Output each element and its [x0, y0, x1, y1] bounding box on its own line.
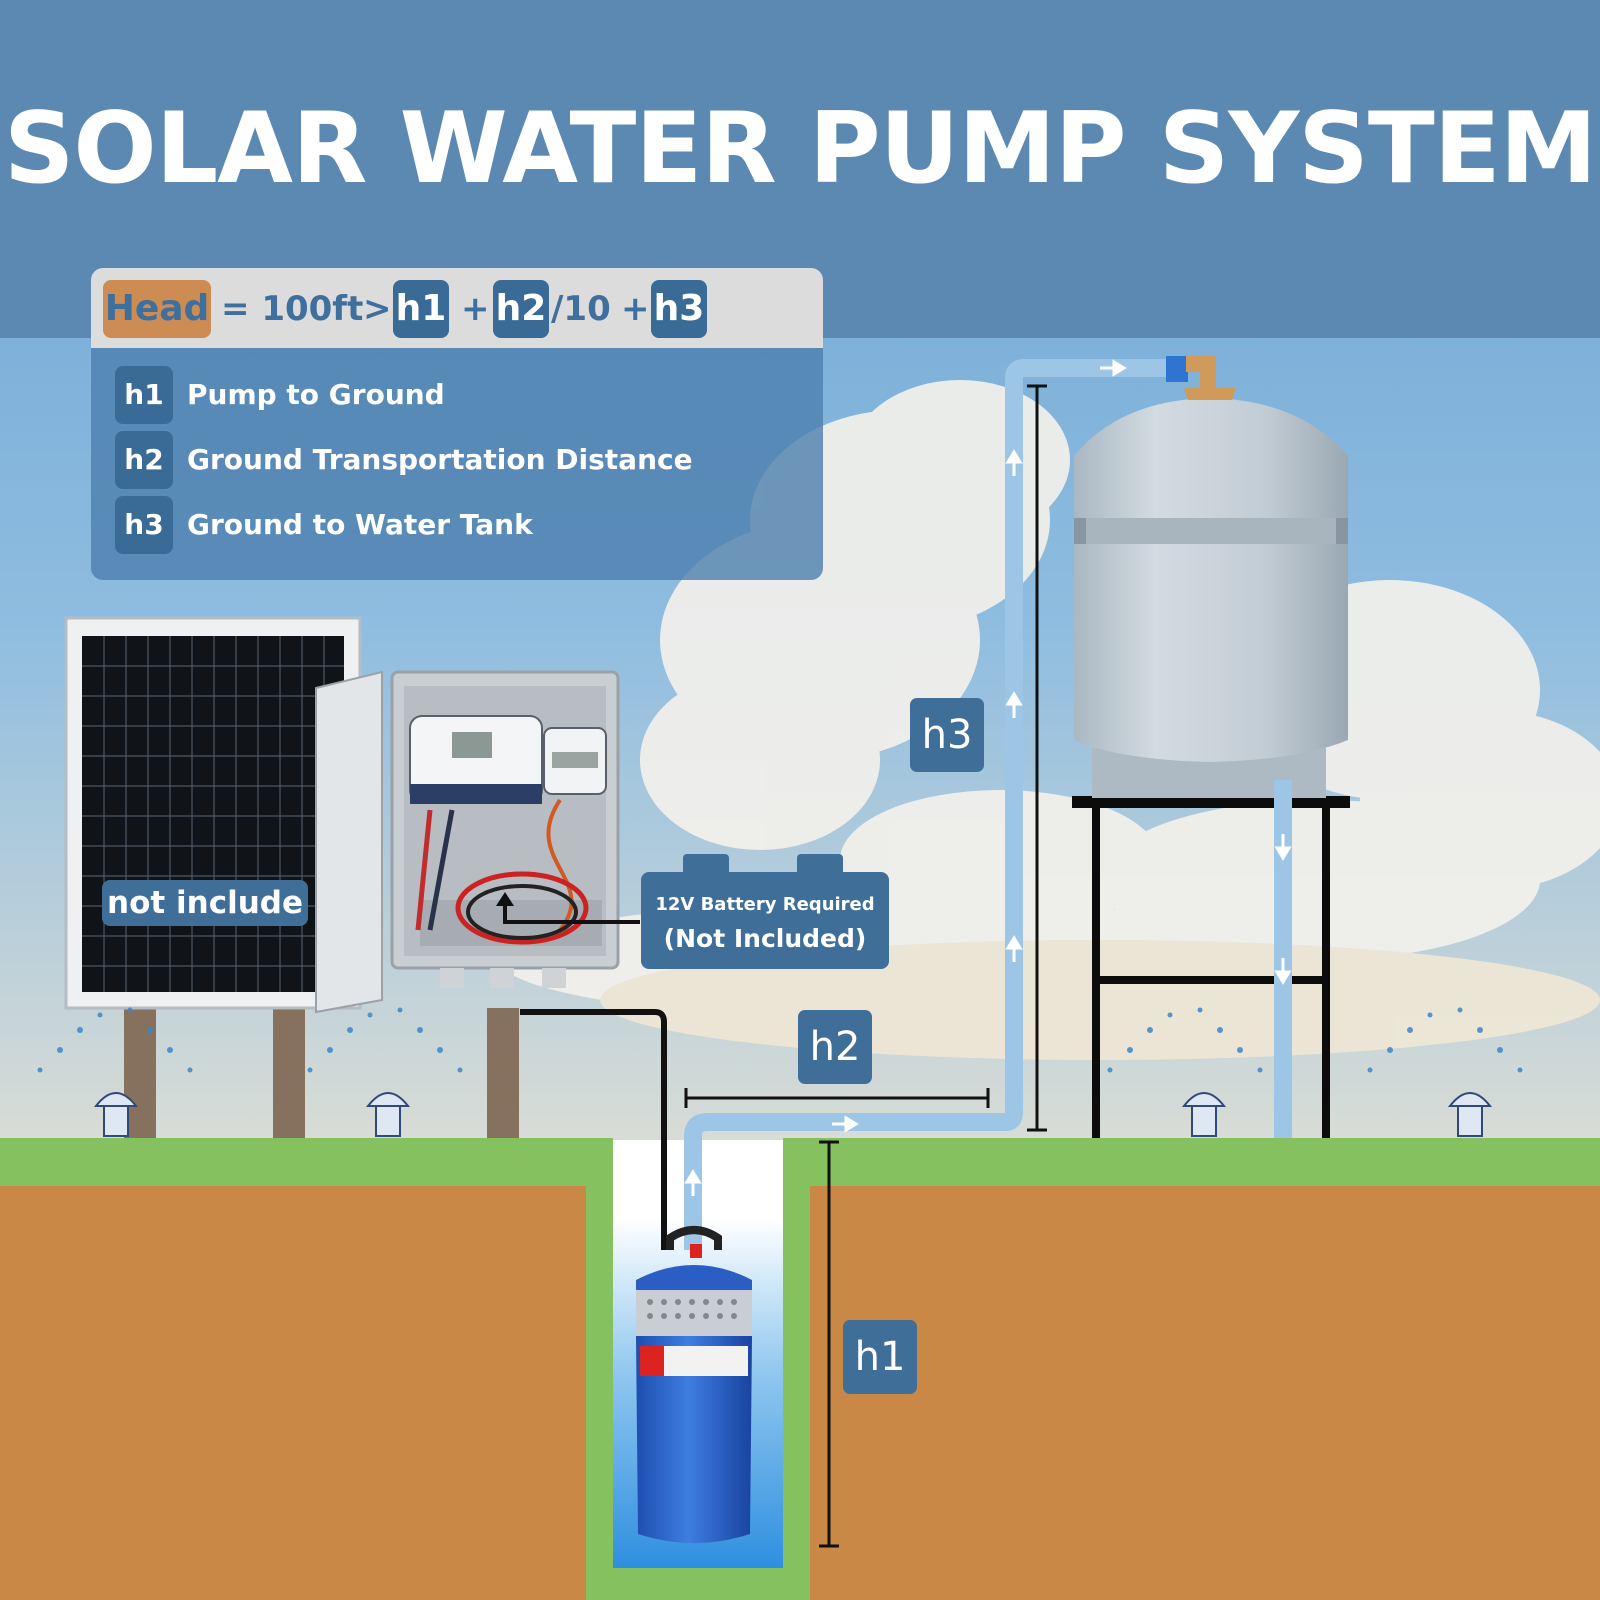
legend-key: h1	[115, 366, 173, 424]
formula-plus-2: +	[621, 289, 650, 329]
legend-label: Pump to Ground	[187, 378, 445, 411]
legend-key: h2	[115, 431, 173, 489]
dim-h1	[819, 1140, 839, 1548]
legend-key: h3	[115, 496, 173, 554]
formula-equals: = 100ft	[221, 289, 364, 329]
water-pipe	[684, 359, 1178, 1250]
formula-bar: Head = 100ft > h1 + h2 /10 + h3	[91, 268, 823, 348]
well-bottom	[586, 1568, 810, 1600]
pipe-outlet-fitting	[1166, 356, 1188, 382]
formula-divide: /10	[551, 289, 611, 329]
dim-h3	[1027, 384, 1047, 1132]
flow-arrows	[684, 359, 1127, 1196]
legend-label: Ground to Water Tank	[187, 508, 533, 541]
controller-box-image	[315, 670, 620, 1014]
grass-left	[0, 1138, 613, 1186]
well-wall-left	[586, 1138, 613, 1600]
h1-label: h1	[843, 1320, 917, 1394]
formula-plus-1: +	[461, 289, 490, 329]
sprinklers	[37, 1007, 1523, 1137]
battery-pointer-head	[496, 892, 514, 906]
battery-required-text: 12V Battery Required	[655, 894, 875, 915]
battery-terminal	[683, 854, 729, 874]
water-tank	[1074, 388, 1348, 798]
pipe-elbow	[1186, 356, 1216, 398]
dim-h2	[684, 1088, 990, 1108]
soil-left	[0, 1186, 586, 1600]
grass-right	[783, 1138, 1600, 1186]
not-include-label: not include	[102, 880, 308, 926]
formula-greater: >	[363, 289, 392, 329]
outlet-arrows	[1274, 834, 1292, 985]
battery-callout: 12V Battery Required (Not Included)	[641, 872, 889, 969]
formula-panel: Head = 100ft > h1 + h2 /10 + h3 h1 Pump …	[91, 268, 823, 580]
head-tag: Head	[103, 280, 211, 338]
well-wall-right	[783, 1138, 810, 1600]
solar-panel-image	[64, 616, 519, 1138]
page-title: SOLAR WATER PUMP SYSTEM	[3, 92, 1597, 206]
battery-pointer	[503, 904, 640, 924]
formula-h2-tag: h2	[493, 280, 549, 338]
submersible-pump	[636, 1226, 752, 1543]
soil-right	[810, 1186, 1600, 1600]
legend-label: Ground Transportation Distance	[187, 443, 693, 476]
battery-terminal	[797, 854, 843, 874]
power-cable	[520, 1009, 667, 1250]
battery-not-included-text: (Not Included)	[663, 924, 867, 953]
formula-h1-tag: h1	[393, 280, 449, 338]
h3-label: h3	[910, 698, 984, 772]
formula-h3-tag: h3	[651, 280, 707, 338]
h2-label: h2	[798, 1010, 872, 1084]
